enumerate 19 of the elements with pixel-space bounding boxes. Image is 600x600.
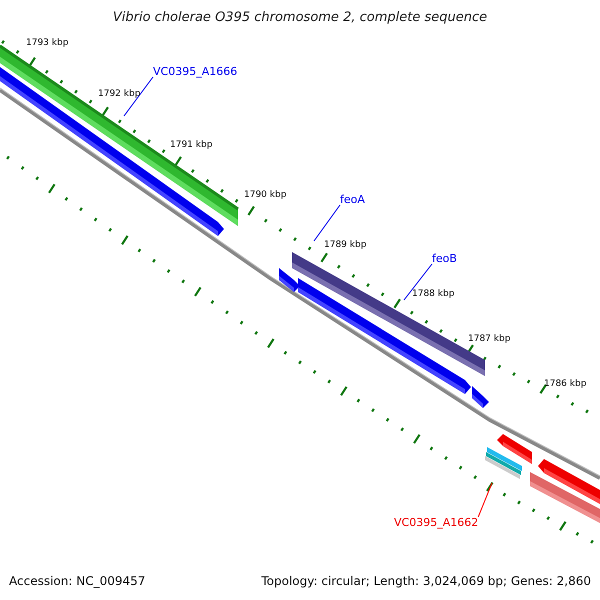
scale-label: 1789 kbp (324, 241, 366, 250)
leader-line (404, 264, 432, 300)
genome-summary-text: Topology: circular; Length: 3,024,069 bp; Genes: 2,860 (261, 575, 591, 587)
scale-label: 1790 kbp (244, 191, 286, 200)
scale-label: 1787 kbp (468, 335, 510, 344)
scale-label: 1791 kbp (170, 141, 212, 150)
gene-label: VC0395_A1666 (153, 66, 238, 77)
scale-label: 1788 kbp (412, 290, 454, 299)
gene-label: feoA (340, 194, 365, 205)
leader-line (478, 482, 492, 518)
accession-text: Accession: NC_009457 (9, 575, 146, 587)
leader-line (124, 76, 154, 116)
leader-line (314, 204, 340, 242)
scale-label: 1792 kbp (98, 90, 140, 99)
title: Vibrio cholerae O395 chromosome 2, complete sequence (112, 11, 488, 24)
scale-label: 1793 kbp (26, 39, 68, 48)
gene-label: feoB (432, 253, 457, 264)
scale-label: 1786 kbp (544, 380, 586, 389)
gene-label: VC0395_A1662 (394, 517, 478, 528)
